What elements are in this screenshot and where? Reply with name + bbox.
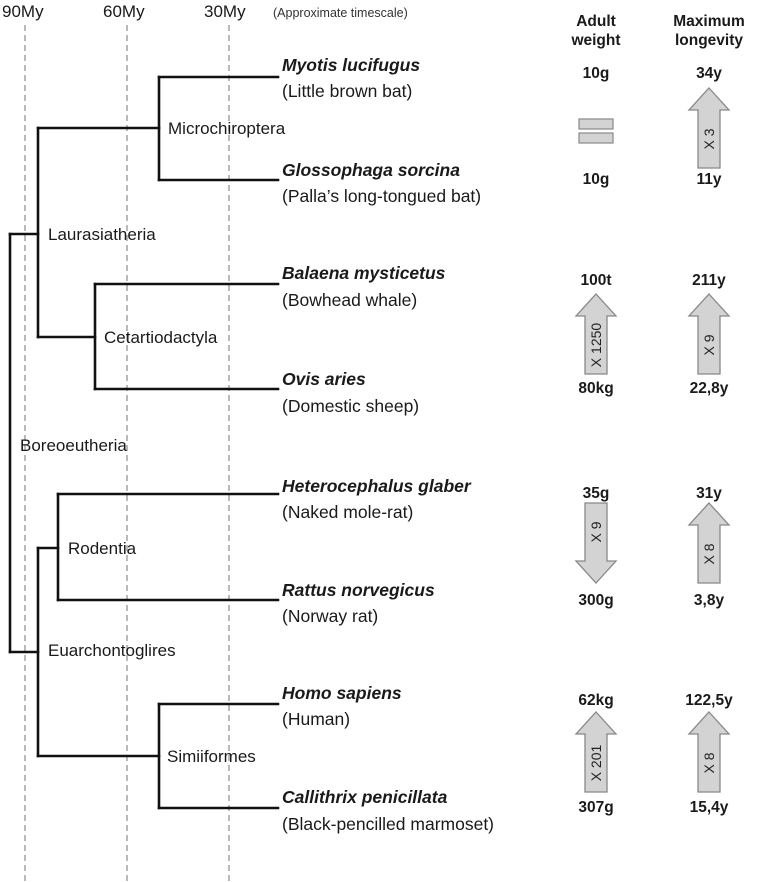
weight-cetartiodactyla-fold-label: X 1250 [588, 323, 604, 368]
longevity-cetartiodactyla-arrow-up [687, 293, 731, 375]
species-name-rattus: Rattus norvegicus [282, 580, 435, 600]
weight-simiiformes-fold-label: X 201 [588, 744, 604, 781]
weight-rodentia-fold-label: X 9 [588, 521, 604, 542]
common-name-glossophaga: (Palla’s long-tongued bat) [282, 186, 482, 206]
longevity-value-balaena: 211y [692, 272, 726, 289]
max-longevity-header: Maximum longevity [673, 13, 745, 49]
clade-label-rodentia: Rodentia [68, 539, 137, 558]
timescale-tick-60: 60My [103, 2, 145, 21]
common-name-callithrix: (Black-pencilled marmoset) [282, 814, 495, 834]
timescale-note: (Approximate timescale) [273, 6, 408, 20]
weight-value-balaena: 100t [580, 272, 612, 289]
longevity-cetartiodactyla-fold-label: X 9 [701, 334, 717, 355]
weight-value-rattus: 300g [578, 592, 614, 609]
longevity-value-myotis: 34y [696, 65, 722, 82]
longevity-value-glossophaga: 11y [696, 171, 722, 188]
clade-label-cetartiodactyla: Cetartiodactyla [104, 328, 218, 347]
weight-value-homo: 62kg [578, 692, 614, 709]
longevity-microchiroptera-arrow-up [687, 87, 731, 169]
species-name-ovis: Ovis aries [282, 369, 366, 389]
weight-value-ovis: 80kg [578, 380, 614, 397]
timescale-tick-30: 30My [204, 2, 246, 21]
species-name-heterocephalus: Heterocephalus glaber [282, 476, 471, 496]
weight-cetartiodactyla-arrow-up [574, 293, 618, 375]
species-name-glossophaga: Glossophaga sorcina [282, 160, 460, 180]
longevity-value-rattus: 3,8y [693, 592, 725, 609]
longevity-rodentia-arrow-up [687, 502, 731, 584]
weight-value-callithrix: 307g [578, 799, 614, 816]
clade-label-simiiformes: Simiiformes [167, 747, 256, 766]
longevity-simiiformes-fold-label: X 8 [701, 752, 717, 773]
common-name-ovis: (Domestic sheep) [282, 396, 420, 416]
longevity-value-homo: 122,5y [685, 692, 733, 709]
weight-value-heterocephalus: 35g [582, 485, 610, 502]
common-name-homo: (Human) [282, 709, 351, 729]
weight-value-glossophaga: 10g [582, 171, 610, 188]
longevity-value-callithrix: 15,4y [689, 799, 729, 816]
common-name-myotis: (Little brown bat) [282, 81, 413, 101]
weight-microchiroptera-equal-bar-2 [578, 132, 614, 144]
timescale-tick-90: 90My [2, 2, 44, 21]
species-name-myotis: Myotis lucifugus [282, 55, 421, 75]
species-name-balaena: Balaena mysticetus [282, 263, 446, 283]
species-name-homo: Homo sapiens [282, 683, 402, 703]
longevity-value-heterocephalus: 31y [696, 485, 722, 502]
longevity-rodentia-fold-label: X 8 [701, 543, 717, 564]
clade-label-laurasiatheria: Laurasiatheria [48, 225, 156, 244]
weight-rodentia-arrow-down [574, 502, 618, 584]
clade-label-microchiroptera: Microchiroptera [168, 119, 286, 138]
longevity-value-ovis: 22,8y [689, 380, 729, 397]
species-name-callithrix: Callithrix penicillata [282, 787, 448, 807]
weight-simiiformes-arrow-up [574, 711, 618, 793]
longevity-microchiroptera-fold-label: X 3 [701, 128, 717, 149]
adult-weight-header: Adult weight [571, 13, 621, 49]
common-name-balaena: (Bowhead whale) [282, 290, 418, 310]
weight-microchiroptera-equal-bar-1 [578, 118, 614, 130]
clade-label-euarchontoglires: Euarchontoglires [48, 641, 176, 660]
common-name-heterocephalus: (Naked mole-rat) [282, 502, 414, 522]
clade-label-boreoeutheria: Boreoeutheria [20, 436, 127, 455]
weight-value-myotis: 10g [582, 65, 610, 82]
common-name-rattus: (Norway rat) [282, 606, 379, 626]
longevity-simiiformes-arrow-up [687, 711, 731, 793]
